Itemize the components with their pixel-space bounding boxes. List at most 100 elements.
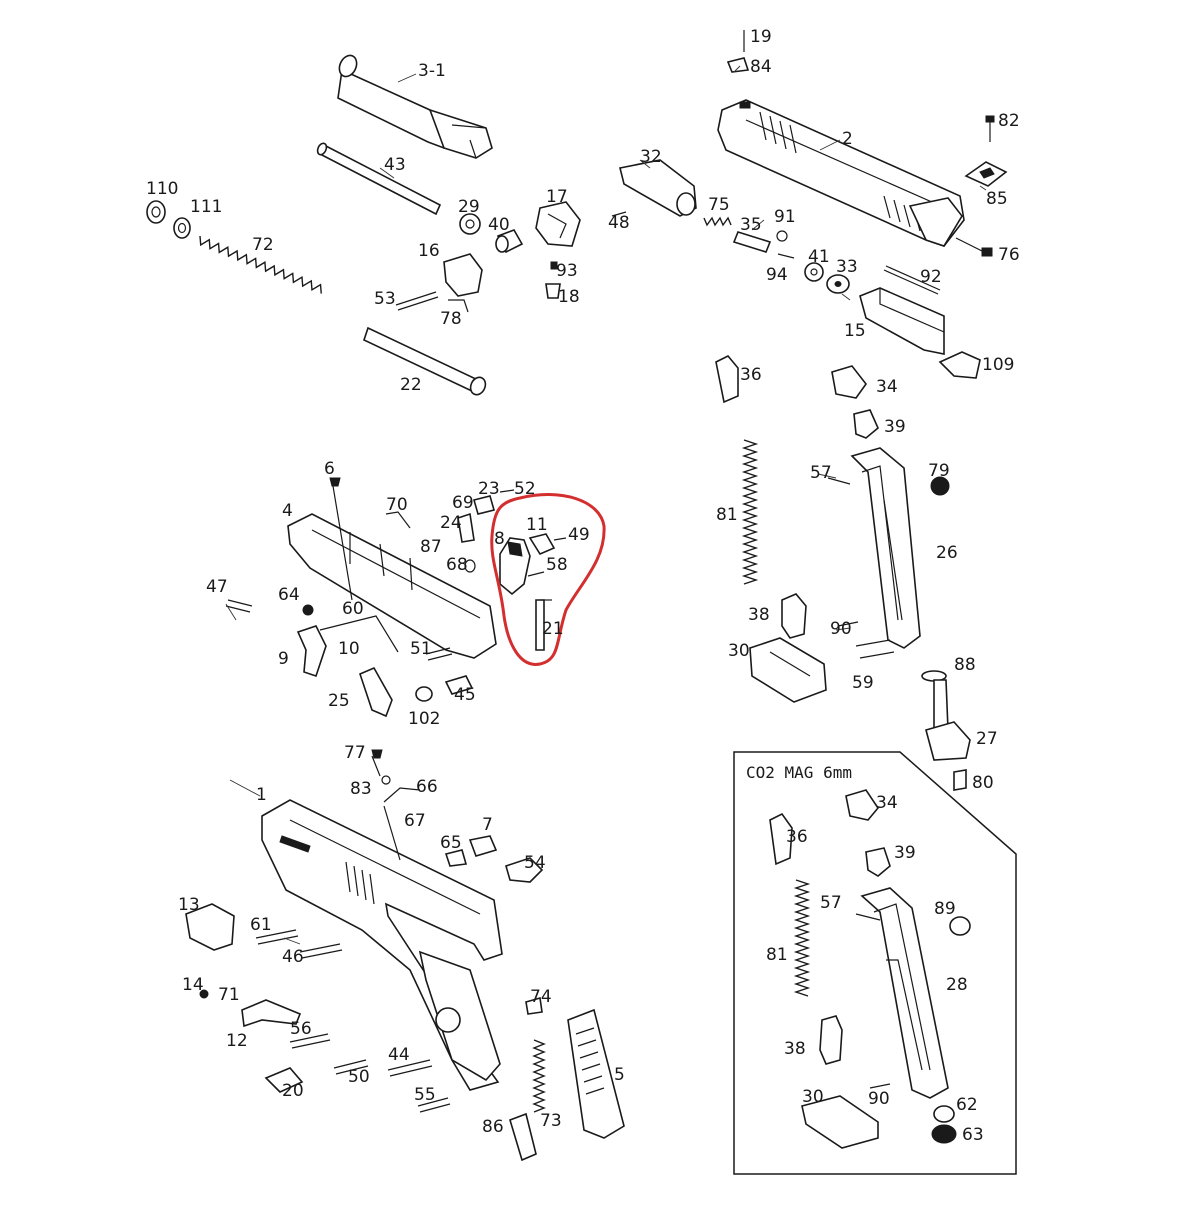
part-label: 35 [740, 215, 762, 235]
part-label: 47 [206, 577, 228, 597]
part-label: 61 [250, 915, 272, 935]
part-label: 77 [344, 743, 366, 763]
part-label: 21 [542, 619, 564, 639]
part-label: 56 [290, 1019, 312, 1039]
part-label: 34 [876, 377, 898, 397]
part-label: 38 [784, 1039, 806, 1059]
part-label: 91 [774, 207, 796, 227]
highlight-outline [490, 493, 606, 666]
part-label: 14 [182, 975, 204, 995]
part-label: 18 [558, 287, 580, 307]
part-label: 41 [808, 247, 830, 267]
part-label: 4 [282, 501, 293, 521]
part-label: 12 [226, 1031, 248, 1051]
part-label: 34 [876, 793, 898, 813]
part-label: 94 [766, 265, 788, 285]
part-label: 30 [728, 641, 750, 661]
part-label: 10 [338, 639, 360, 659]
part-label: 6 [324, 459, 335, 479]
part-label: 72 [252, 235, 274, 255]
part-label: 81 [766, 945, 788, 965]
part-label: 27 [976, 729, 998, 749]
inset-title: CO2 MAG 6mm [746, 763, 852, 782]
part-label: 84 [750, 57, 772, 77]
part-label: 63 [962, 1125, 984, 1145]
part-label: 45 [454, 685, 476, 705]
part-label: 75 [708, 195, 730, 215]
part-label: 5 [614, 1065, 625, 1085]
part-label: 87 [420, 537, 442, 557]
part-label: 20 [282, 1081, 304, 1101]
part-label: 68 [446, 555, 468, 575]
part-label: 102 [408, 709, 440, 729]
part-label: 46 [282, 947, 304, 967]
part-label: 28 [946, 975, 968, 995]
part-label: 9 [278, 649, 289, 669]
part-label: 85 [986, 189, 1008, 209]
part-label: 92 [920, 267, 942, 287]
part-label: 64 [278, 585, 300, 605]
part-label: 33 [836, 257, 858, 277]
part-label: 57 [810, 463, 832, 483]
part-label: 76 [998, 245, 1020, 265]
part-label: 65 [440, 833, 462, 853]
part-label: 39 [894, 843, 916, 863]
part-label: 19 [750, 27, 772, 47]
magazine-assembly [715, 355, 971, 791]
part-label: 57 [820, 893, 842, 913]
part-label: 90 [830, 619, 852, 639]
part-label: 53 [374, 289, 396, 309]
part-label: 67 [404, 811, 426, 831]
part-label: 24 [440, 513, 462, 533]
part-label: 110 [146, 179, 178, 199]
part-label: 3-1 [418, 61, 446, 81]
part-label: 55 [414, 1085, 436, 1105]
part-label: 111 [190, 197, 222, 217]
part-label: 71 [218, 985, 240, 1005]
part-label: 44 [388, 1045, 410, 1065]
part-label: 69 [452, 493, 474, 513]
part-label: 7 [482, 815, 493, 835]
part-label: 93 [556, 261, 578, 281]
part-label: 83 [350, 779, 372, 799]
part-label: 48 [608, 213, 630, 233]
part-label: 74 [530, 987, 552, 1007]
part-label: 62 [956, 1095, 978, 1115]
part-label: 109 [982, 355, 1014, 375]
part-label: 70 [386, 495, 408, 515]
part-label: 88 [954, 655, 976, 675]
part-label: 40 [488, 215, 510, 235]
part-label: 1 [256, 785, 267, 805]
part-label: 30 [802, 1087, 824, 1107]
part-label: 86 [482, 1117, 504, 1137]
part-label: 36 [786, 827, 808, 847]
frame-insert-assembly [225, 477, 606, 718]
part-label: 2 [842, 129, 853, 149]
part-label: 78 [440, 309, 462, 329]
part-label: 50 [348, 1067, 370, 1087]
frame-assembly [185, 749, 625, 1162]
part-label: 38 [748, 605, 770, 625]
part-label: 80 [972, 773, 994, 793]
part-label: 51 [410, 639, 432, 659]
part-label: 36 [740, 365, 762, 385]
leader-lines [225, 65, 987, 945]
slide-assembly [611, 30, 1008, 379]
part-label: 26 [936, 543, 958, 563]
part-label: 58 [546, 555, 568, 575]
part-label: 52 [514, 479, 536, 499]
part-label: 11 [526, 515, 548, 535]
part-label: 54 [524, 853, 546, 873]
part-label: 23 [478, 479, 500, 499]
part-label: 13 [178, 895, 200, 915]
part-label: 59 [852, 673, 874, 693]
part-label: 43 [384, 155, 406, 175]
inset-frame [733, 751, 1017, 1175]
part-label: 16 [418, 241, 440, 261]
part-label: 66 [416, 777, 438, 797]
part-label: 82 [998, 111, 1020, 131]
co2-mag-inset: CO2 MAG 6mm [733, 751, 1017, 1175]
part-label: 49 [568, 525, 590, 545]
part-label: 15 [844, 321, 866, 341]
